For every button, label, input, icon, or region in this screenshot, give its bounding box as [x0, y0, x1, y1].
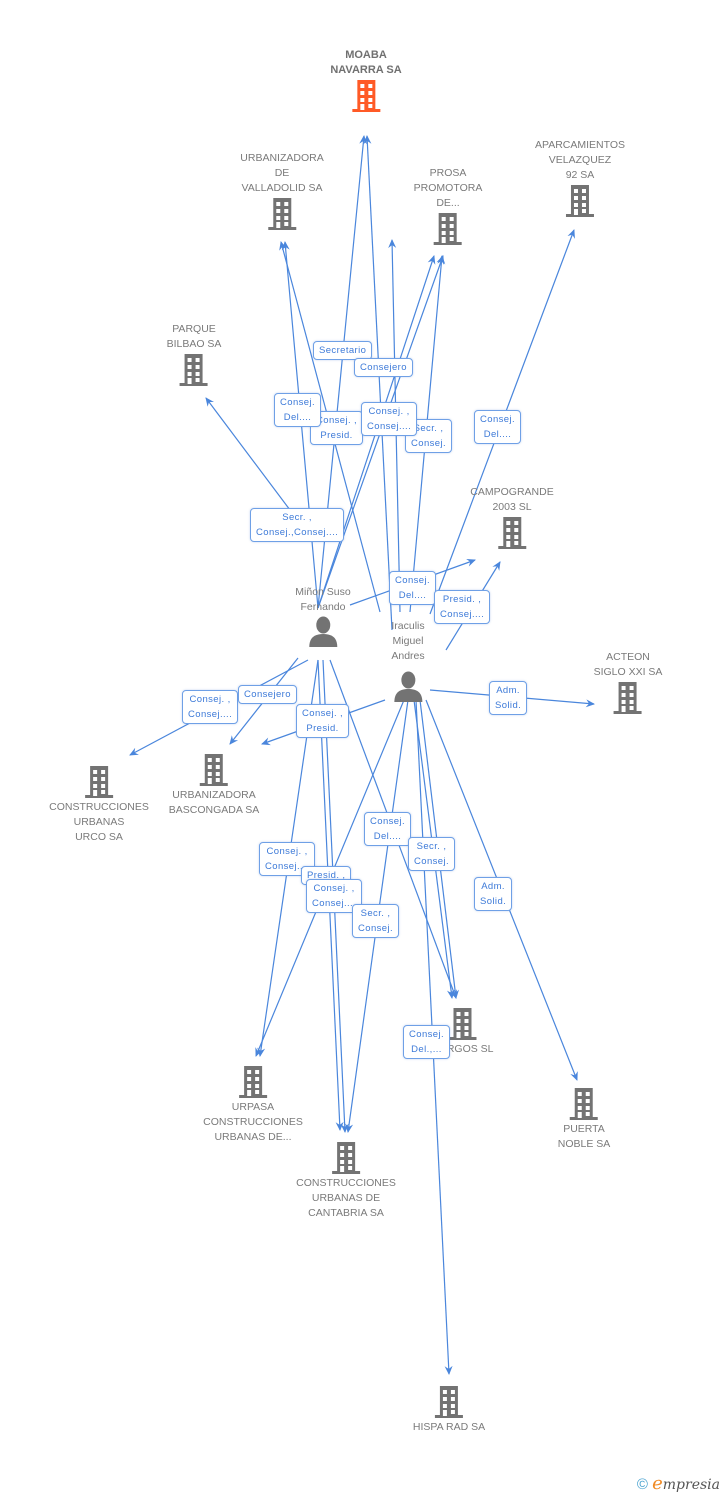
company-label: APARCAMIENTOS VELAZQUEZ 92 SA [534, 139, 626, 181]
building-icon [614, 682, 642, 714]
company-node-parque-bilbao[interactable]: PARQUE BILBAO SA [166, 322, 222, 388]
company-label: URBANIZADORA BASCONGADA SA [168, 789, 260, 816]
company-label: ACTEON SIGLO XXI SA [593, 651, 663, 678]
relation-label[interactable]: Consejero [238, 685, 297, 704]
building-icon [570, 1088, 598, 1120]
building-icon [434, 213, 462, 245]
relation-label[interactable]: Secretario [313, 341, 373, 360]
relationship-edge [363, 135, 393, 631]
relation-label[interactable]: Consej. Del.... [274, 393, 322, 427]
copyright-symbol: © [636, 1476, 648, 1493]
building-icon [238, 1066, 267, 1098]
person-icon [394, 671, 422, 702]
empresia-logo: © empresia [637, 1473, 720, 1494]
relation-label[interactable]: Consej. Del.... [474, 410, 522, 444]
relation-label[interactable]: Presid. , Consej.... [434, 590, 491, 624]
person-icon [308, 616, 337, 647]
building-icon [498, 517, 526, 549]
building-icon [268, 198, 296, 230]
company-node-hispa-rad[interactable]: HISPA RAD SA [413, 1384, 485, 1435]
relation-label[interactable]: Consej. Del.... [389, 571, 437, 605]
company-label: CONSTRUCCIONES URBANAS URCO SA [49, 801, 149, 843]
company-label: MOABA NAVARRA SA [330, 49, 402, 76]
relation-label[interactable]: Consej. , Consej.... [182, 690, 239, 724]
relation-label[interactable]: Adm. Solid. [489, 681, 528, 715]
relation-label[interactable]: Secr. , Consej.,Consej.... [250, 508, 345, 542]
company-label: PROSA PROMOTORA DE... [413, 167, 483, 209]
relation-label[interactable]: Consej. Del.,... [403, 1025, 451, 1059]
company-label: URPASA CONSTRUCCIONES URBANAS DE... [203, 1101, 303, 1143]
company-node-prosa[interactable]: PROSA PROMOTORA DE... [413, 166, 483, 247]
relation-label[interactable]: Consej. , Presid. [296, 704, 350, 738]
relation-label[interactable]: Consejero [354, 358, 413, 377]
building-icon [447, 1008, 476, 1040]
building-icon [565, 185, 594, 217]
building-icon [434, 1386, 463, 1418]
person-node-iraculis[interactable]: Iraculis Miguel Andres [391, 619, 425, 704]
company-node-moaba[interactable]: MOABA NAVARRA SA [330, 48, 402, 114]
company-label: CAMPOGRANDE 2003 SL [470, 486, 554, 513]
company-node-acteon[interactable]: ACTEON SIGLO XXI SA [593, 650, 663, 716]
company-label: URBANIZADORA DE VALLADOLID SA [240, 152, 324, 194]
company-label: HISPA RAD SA [412, 1421, 486, 1433]
company-node-cantabria[interactable]: CONSTRUCCIONES URBANAS DE CANTABRIA SA [296, 1140, 396, 1221]
relationship-edge [205, 397, 291, 511]
company-node-aparcamientos[interactable]: APARCAMIENTOS VELAZQUEZ 92 SA [535, 138, 625, 219]
building-icon [179, 354, 208, 386]
company-node-bascongada[interactable]: URBANIZADORA BASCONGADA SA [169, 752, 259, 818]
building-icon [351, 80, 380, 112]
company-label: CONSTRUCCIONES URBANAS DE CANTABRIA SA [296, 1177, 396, 1219]
relation-label[interactable]: Secr. , Consej. [408, 837, 456, 871]
building-icon [84, 766, 113, 798]
company-node-campogrande[interactable]: CAMPOGRANDE 2003 SL [470, 485, 554, 551]
company-label: PARQUE BILBAO SA [166, 323, 222, 350]
company-node-puerta-noble[interactable]: PUERTA NOBLE SA [557, 1086, 611, 1152]
building-icon [331, 1142, 360, 1174]
company-node-urco[interactable]: CONSTRUCCIONES URBANAS URCO SA [49, 764, 149, 845]
company-label: PUERTA NOBLE SA [557, 1123, 611, 1150]
company-node-urbanizadora-valladolid[interactable]: URBANIZADORA DE VALLADOLID SA [240, 151, 324, 232]
brand-name: empresia [652, 1473, 720, 1494]
building-icon [199, 754, 228, 786]
person-node-minon[interactable]: Miñon Suso Fernando [295, 585, 351, 649]
relation-label[interactable]: Secr. , Consej. [352, 904, 400, 938]
relation-label[interactable]: Adm. Solid. [474, 877, 513, 911]
relation-label[interactable]: Consej. Del.... [364, 812, 412, 846]
person-label: Miñon Suso Fernando [295, 586, 351, 613]
relation-label[interactable]: Consej. , Consej.... [361, 402, 418, 436]
company-node-burgos[interactable]: ...URGOS SL [430, 1006, 494, 1057]
person-label: Iraculis Miguel Andres [391, 620, 425, 662]
company-node-urpasa[interactable]: URPASA CONSTRUCCIONES URBANAS DE... [203, 1064, 303, 1145]
